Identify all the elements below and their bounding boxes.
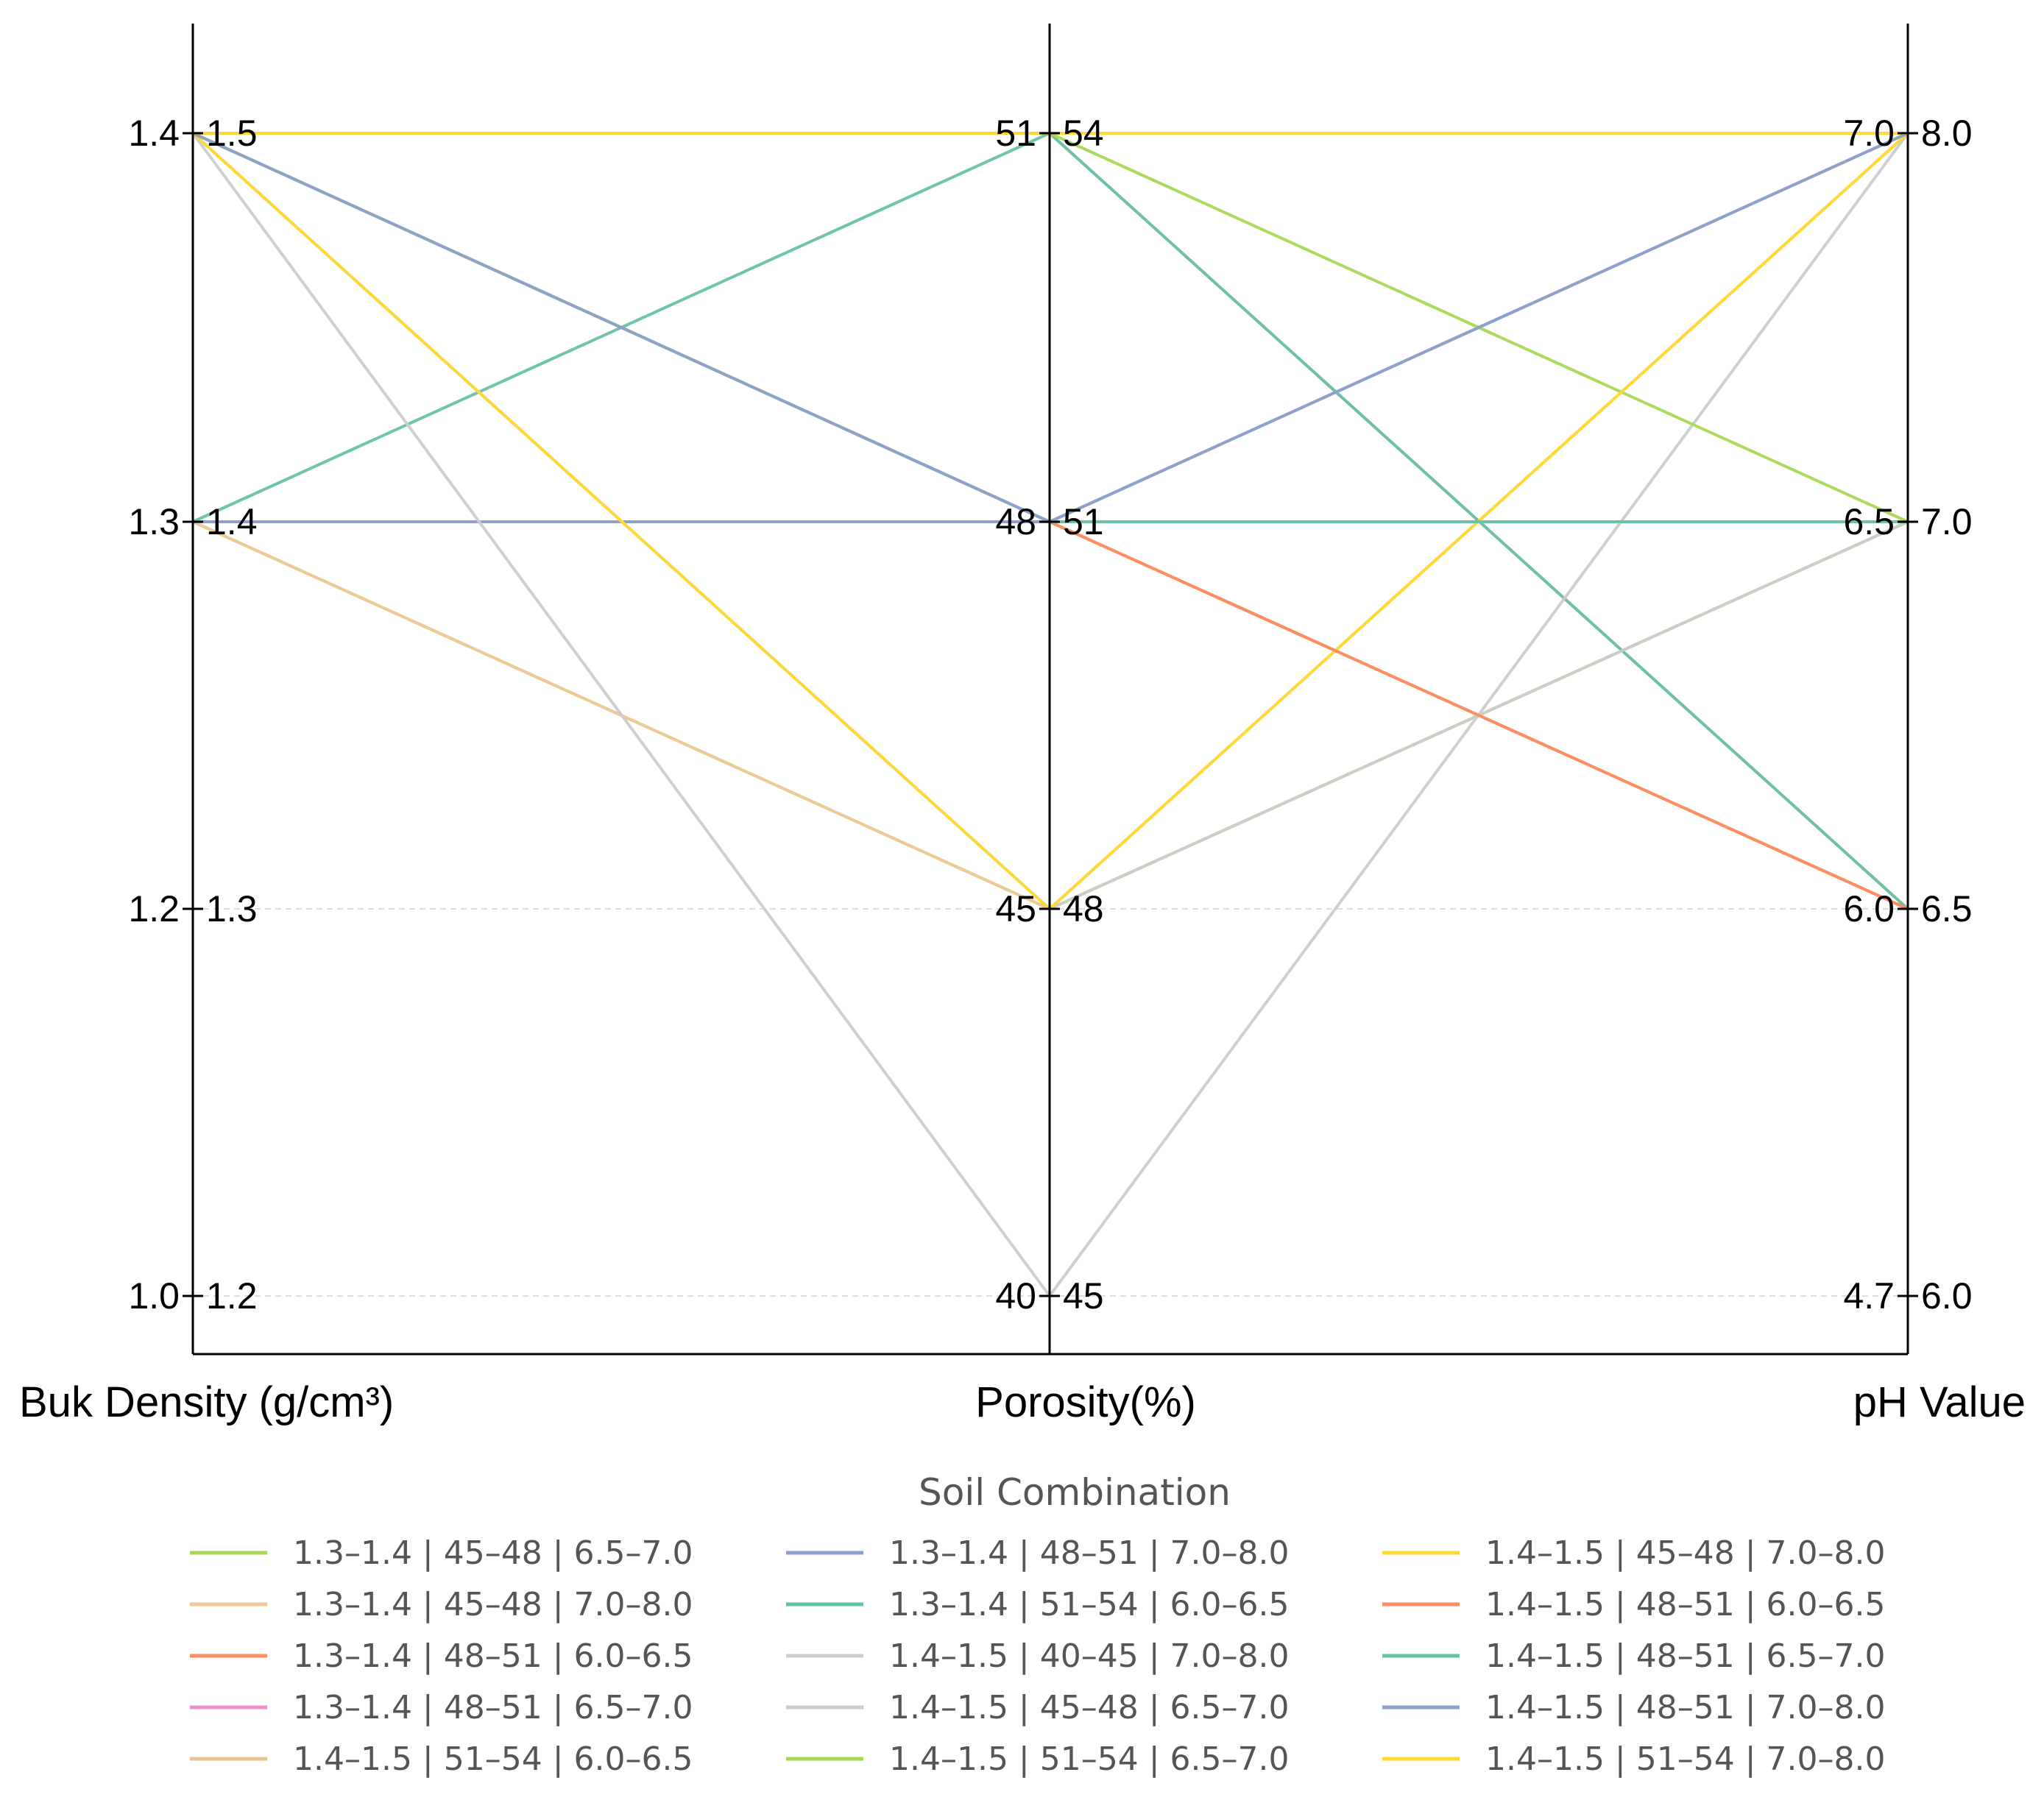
axis-0-right-tick-label-1: 1.4 <box>206 501 258 542</box>
legend-item-label-4: 1.4–1.5 | 51–54 | 6.0–6.5 <box>293 1740 693 1778</box>
legend-item-label-6: 1.3–1.4 | 51–54 | 6.0–6.5 <box>889 1586 1289 1623</box>
axis-0-left-tick-label-1: 1.3 <box>128 501 180 542</box>
axis-1-right-tick-label-2: 48 <box>1063 888 1104 929</box>
legend-item-label-12: 1.4–1.5 | 48–51 | 6.5–7.0 <box>1485 1637 1885 1675</box>
legend-item-label-10: 1.4–1.5 | 45–48 | 7.0–8.0 <box>1485 1534 1885 1572</box>
legend-item-label-9: 1.4–1.5 | 51–54 | 6.5–7.0 <box>889 1740 1289 1778</box>
axis-label-2: pH Value <box>1853 1378 2026 1426</box>
axis-2-left-tick-label-1: 6.5 <box>1843 501 1895 542</box>
axis-0-left-tick-label-3: 1.0 <box>128 1275 180 1317</box>
axis-0-right-tick-label-3: 1.2 <box>206 1275 258 1317</box>
axis-1-left-tick-label-1: 48 <box>995 501 1036 542</box>
axis-2-right-tick-label-3: 6.0 <box>1921 1275 1973 1317</box>
legend-item-label-3: 1.3–1.4 | 48–51 | 6.5–7.0 <box>293 1689 693 1726</box>
axis-2-left-tick-label-3: 4.7 <box>1843 1275 1895 1317</box>
axis-2-left-tick-label-2: 6.0 <box>1843 888 1895 929</box>
axis-label-1: Porosity(%) <box>975 1378 1196 1426</box>
axis-2-right-tick-label-1: 7.0 <box>1921 501 1973 542</box>
legend-item-label-2: 1.3–1.4 | 48–51 | 6.0–6.5 <box>293 1637 693 1675</box>
axis-1-left-tick-label-0: 51 <box>995 113 1036 154</box>
legend-item-label-7: 1.4–1.5 | 40–45 | 7.0–8.0 <box>889 1637 1289 1675</box>
legend-item-label-5: 1.3–1.4 | 48–51 | 7.0–8.0 <box>889 1534 1289 1572</box>
axis-1-left-tick-label-3: 40 <box>995 1275 1036 1317</box>
axis-0-left-tick-label-2: 1.2 <box>128 888 180 929</box>
axis-0-right-tick-label-0: 1.5 <box>206 113 258 154</box>
axis-2-left-tick-label-0: 7.0 <box>1843 113 1895 154</box>
axis-1-right-tick-label-1: 51 <box>1063 501 1104 542</box>
legend-item-label-11: 1.4–1.5 | 48–51 | 6.0–6.5 <box>1485 1586 1885 1623</box>
axis-labels: Buk Density (g/cm³) Porosity(%) pH Value <box>19 1378 2026 1426</box>
axis-2-right-tick-label-0: 8.0 <box>1921 113 1973 154</box>
axis-0-right-tick-label-2: 1.3 <box>206 888 258 929</box>
legend-item-label-0: 1.3–1.4 | 45–48 | 6.5–7.0 <box>293 1534 693 1572</box>
axis-label-0: Buk Density (g/cm³) <box>19 1378 394 1426</box>
legend: Soil Combination 1.3–1.4 | 45–48 | 6.5–7… <box>190 1471 1885 1778</box>
axis-1-left-tick-label-2: 45 <box>995 888 1036 929</box>
legend-item-label-8: 1.4–1.5 | 45–48 | 6.5–7.0 <box>889 1689 1289 1726</box>
legend-item-label-14: 1.4–1.5 | 51–54 | 7.0–8.0 <box>1485 1740 1885 1778</box>
legend-item-label-13: 1.4–1.5 | 48–51 | 7.0–8.0 <box>1485 1689 1885 1726</box>
axes: 1.4 1.5 1.3 1.4 1.2 1.3 1.0 1.2 51 54 48 51 45 48 40 45… <box>128 24 1973 1356</box>
axis-0-left-tick-label-0: 1.4 <box>128 113 180 154</box>
legend-title: Soil Combination <box>919 1471 1231 1514</box>
axis-1-right-tick-label-0: 54 <box>1063 113 1104 154</box>
axis-1-right-tick-label-3: 45 <box>1063 1275 1104 1317</box>
legend-item-label-1: 1.3–1.4 | 45–48 | 7.0–8.0 <box>293 1586 693 1623</box>
axis-2-right-tick-label-2: 6.5 <box>1921 888 1973 929</box>
